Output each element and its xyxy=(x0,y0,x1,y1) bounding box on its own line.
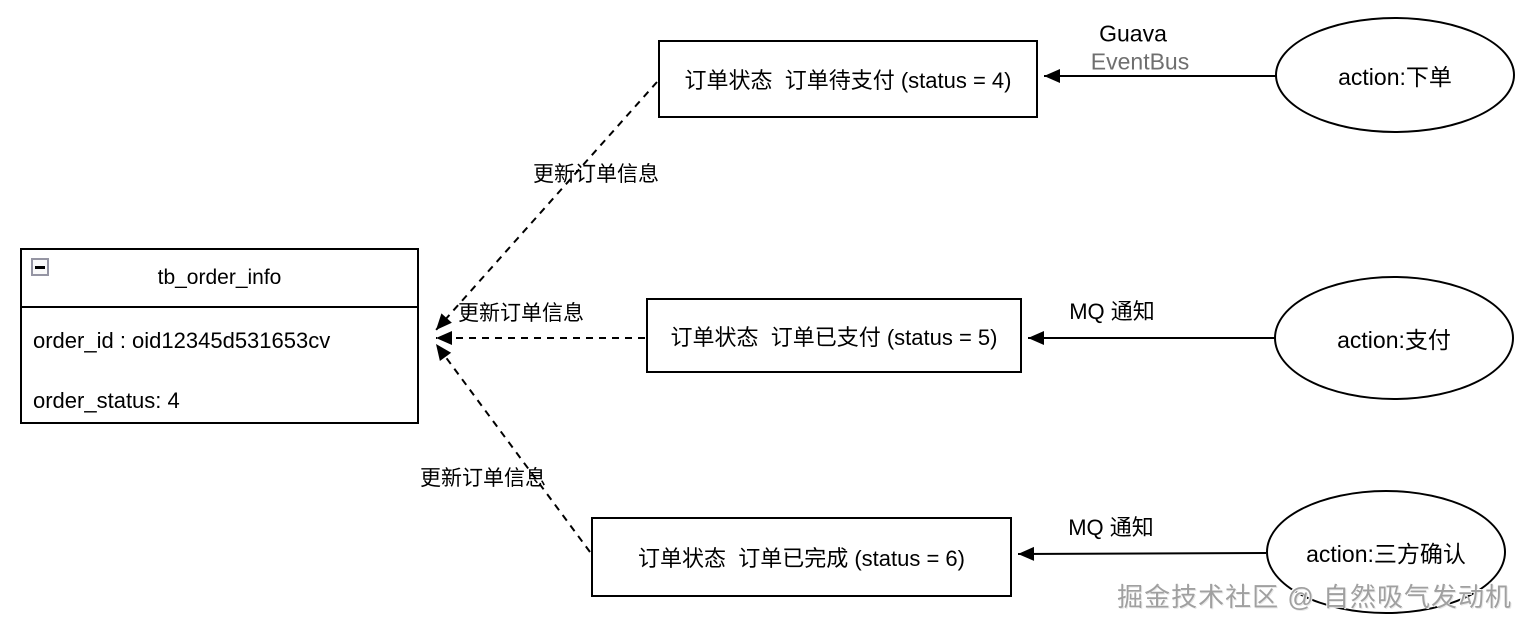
collapse-icon[interactable] xyxy=(31,258,49,276)
guava-label: Guava xyxy=(1099,20,1167,47)
mq-notify-label-middle: MQ 通知 xyxy=(1069,299,1155,324)
mq-notify-label-bottom: MQ 通知 xyxy=(1068,515,1154,540)
order-table-entity: tb_order_info order_id : oid12345d531653… xyxy=(20,248,419,424)
state-box-pending: 订单状态 订单待支付 (status = 4) xyxy=(658,40,1038,118)
action-node-pay: action:支付 xyxy=(1274,276,1514,400)
update-order-label-bottom: 更新订单信息 xyxy=(420,467,546,490)
edge-update-finished xyxy=(435,343,591,553)
state-box-paid: 订单状态 订单已支付 (status = 5) xyxy=(646,298,1022,373)
order-table-title: tb_order_info xyxy=(157,266,282,289)
edge-mq-notify-bottom xyxy=(1017,546,1267,561)
update-order-label-top: 更新订单信息 xyxy=(533,163,659,186)
action-node-third-party-confirm: action:三方确认 xyxy=(1266,490,1506,614)
update-order-label-middle: 更新订单信息 xyxy=(458,302,584,325)
state-box-finished: 订单状态 订单已完成 (status = 6) xyxy=(591,517,1012,597)
order-id-field: order_id : oid12345d531653cv xyxy=(33,328,331,353)
order-status-field: order_status: 4 xyxy=(33,388,180,413)
watermark: 掘金技术社区 @ 自然吸气发动机 xyxy=(1117,582,1512,612)
eventbus-label: EventBus xyxy=(1090,48,1190,75)
minus-glyph xyxy=(35,265,45,269)
edge-update-pending xyxy=(435,81,658,331)
action-node-place-order: action:下单 xyxy=(1275,17,1515,133)
order-table-header: tb_order_info xyxy=(22,250,417,308)
